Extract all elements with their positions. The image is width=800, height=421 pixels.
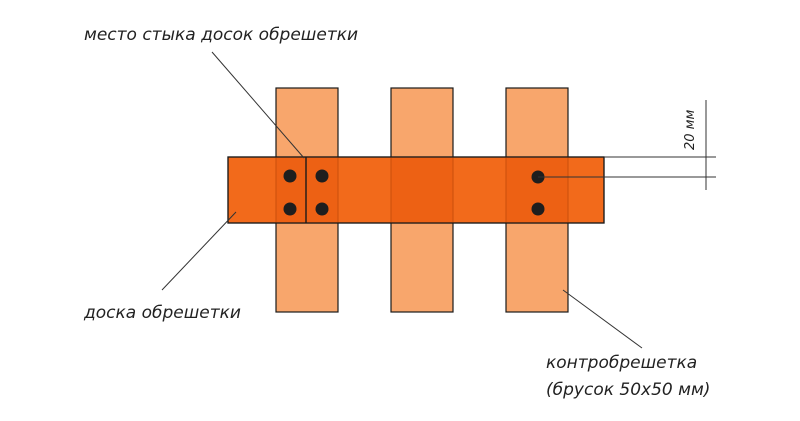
labels: место стыка досок обрешетки доска обреше… <box>83 25 710 400</box>
batten-board-outline <box>227 156 605 224</box>
nail-dot <box>531 202 545 216</box>
counter-batten-leader <box>562 289 643 349</box>
overlap-zone-2 <box>391 157 453 223</box>
dimension-label: 20 мм <box>683 110 698 150</box>
nail-dot <box>315 169 329 183</box>
joint-label: место стыка досок обрешетки <box>84 25 358 45</box>
board-label: доска обрешетки <box>83 303 241 323</box>
counter-batten-label-line1: контробрешетка <box>546 353 697 373</box>
board-leader <box>161 211 237 291</box>
leader-lines <box>161 51 643 349</box>
joint-leader <box>211 51 305 159</box>
dimension-annotation: 20 мм <box>538 100 716 190</box>
nail-dot <box>283 202 297 216</box>
nail-dot <box>315 202 329 216</box>
nail-dot <box>283 169 297 183</box>
batten-board <box>227 156 605 224</box>
counter-batten-label-line2: (брусок 50х50 мм) <box>546 380 710 400</box>
fasteners <box>283 169 545 216</box>
